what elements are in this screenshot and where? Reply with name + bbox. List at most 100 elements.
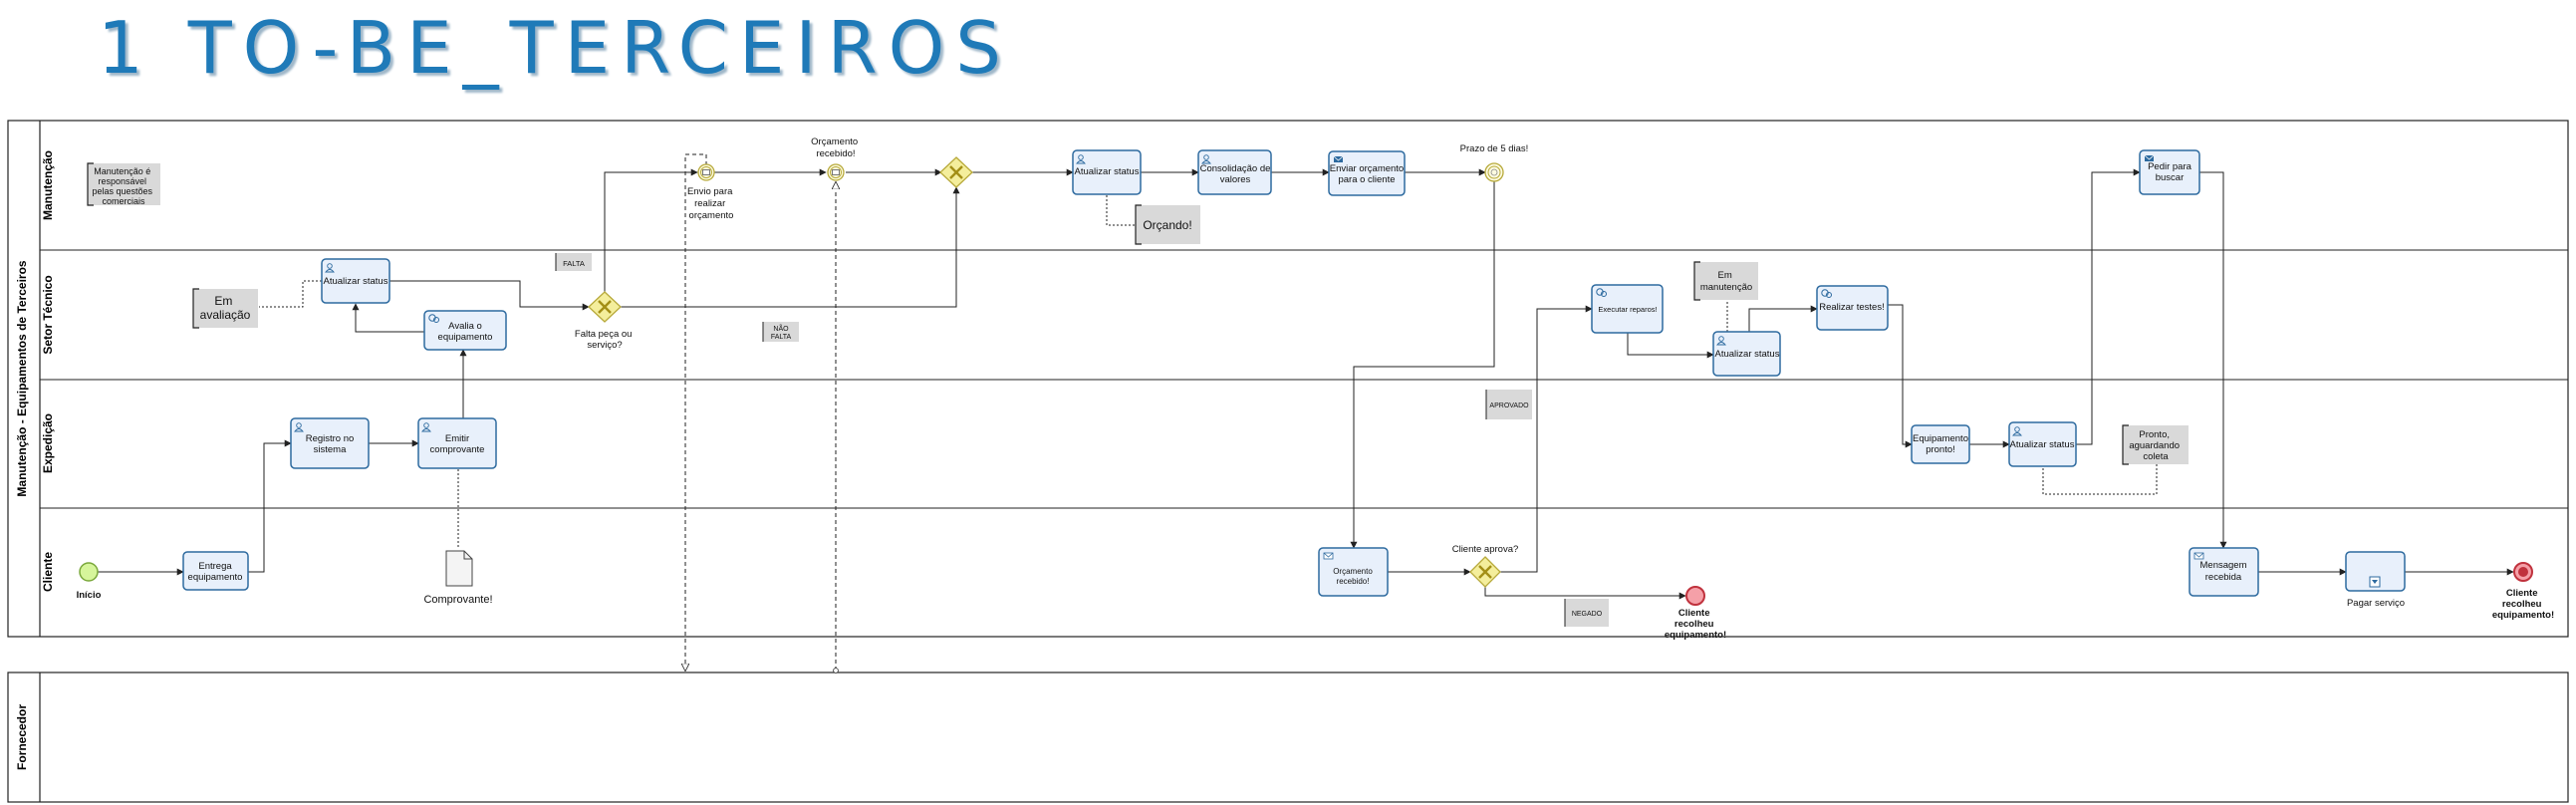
task-atualizar-status-expedicao[interactable]: Atualizar status: [2008, 421, 2077, 467]
intermediate-event-envio[interactable]: [697, 163, 715, 181]
user-icon: [1076, 154, 1086, 164]
start-event-label: Início: [77, 590, 102, 601]
gateway-cliente-aprova[interactable]: [1469, 556, 1501, 588]
lane-cliente-label: Cliente: [41, 552, 55, 592]
lane-cliente: Cliente: [39, 121, 55, 637]
svg-text:APROVADO: APROVADO: [1489, 402, 1529, 409]
page-title: 1 TO-BE_TERCEIROS: [98, 6, 1012, 90]
svg-text:Realizar testes!: Realizar testes!: [1819, 302, 1884, 313]
user-icon: [1201, 154, 1211, 164]
svg-text:Atualizar status: Atualizar status: [1075, 166, 1140, 177]
flow-aprovado-executar: [1500, 305, 1593, 573]
gateway-falta-label: Falta peça ou serviço?: [575, 329, 635, 351]
gateway-cliente-aprova-label: Cliente aprova?: [1452, 544, 1519, 555]
flow-atualizar2-testes: [1748, 305, 1818, 332]
assoc-atualizar-emavaliacao: [259, 280, 322, 308]
user-icon: [325, 263, 335, 273]
task-executar-reparos[interactable]: Executar reparos!: [1591, 284, 1664, 334]
flow-executar-atualizar2: [1627, 333, 1714, 359]
svg-text:Orçando!: Orçando!: [1143, 218, 1191, 232]
user-icon: [1716, 336, 1726, 346]
user-icon: [421, 422, 431, 432]
assoc-atualizarexp-pronto: [2042, 464, 2158, 495]
pool-main-label: Manutenção - Equipamentos de Terceiros: [15, 260, 29, 496]
task-atualizar-status-setor[interactable]: Atualizar status: [321, 258, 390, 304]
end-event-negado-label: Cliente recolheu equipamento!: [1665, 608, 1726, 641]
flow-avalia-atualizar: [352, 303, 424, 333]
envio-label: Envio para realizar orçamento: [687, 186, 735, 221]
end-event-final[interactable]: [2513, 562, 2533, 582]
pool-fornecedor: Fornecedor: [7, 671, 2569, 803]
pagar-servico-label: Pagar serviço: [2347, 598, 2405, 609]
gear-icon: [1821, 289, 1832, 298]
intermediate-event-orcamento[interactable]: [827, 163, 845, 181]
annotation-orcando: Orçando!: [1135, 204, 1200, 245]
lane-setor: Setor Técnico: [40, 275, 2568, 381]
envelope-icon: [2193, 552, 2204, 560]
end-event-final-label: Cliente recolheu equipamento!: [2492, 588, 2554, 621]
svg-text:Em manutenção: Em manutenção: [1700, 270, 1752, 293]
svg-text:FALTA: FALTA: [563, 259, 585, 268]
timer-event-prazo[interactable]: [1484, 162, 1504, 182]
gear-icon: [428, 314, 439, 323]
message-envio-fornecedor: [685, 153, 707, 671]
task-pagar-servico[interactable]: [2345, 551, 2406, 592]
lane-setor-label: Setor Técnico: [41, 275, 55, 354]
task-atualizar-status-manutencao[interactable]: Atualizar status: [1072, 149, 1142, 195]
gear-icon: [1596, 288, 1607, 297]
user-icon: [2012, 426, 2022, 436]
flow-atualizar-gateway: [389, 280, 590, 311]
flow-label-aprovado: APROVADO: [1485, 390, 1532, 419]
flow-atualizarexp-pedir: [2076, 168, 2141, 445]
svg-text:Pronto, aguardando: Pronto, aguardando coleta: [2129, 429, 2182, 462]
svg-text:Atualizar status: Atualizar status: [1715, 349, 1780, 360]
lane-manutencao-label: Manutenção: [41, 150, 55, 220]
flow-negado-fim: [1484, 587, 1686, 600]
flow-label-negado: NEGADO: [1564, 599, 1609, 627]
end-event-negado[interactable]: [1685, 586, 1705, 606]
message-flows: [685, 153, 836, 671]
flow-pedir-mensagem: [2199, 171, 2227, 549]
flow-gateway-envio-falta: [604, 168, 698, 292]
annotation-manutencao-responsavel: Manutenção é responsável pelas questões …: [87, 162, 160, 206]
start-event-inicio[interactable]: [79, 562, 99, 582]
pool-main: Manutenção - Equipamentos de Terceiros: [7, 120, 2569, 638]
annotation-pronto-aguardando: Pronto, aguardando coleta: [2122, 424, 2189, 465]
data-object-comprovante[interactable]: [445, 550, 473, 587]
annotation-em-avaliacao: Em avaliação: [192, 288, 258, 329]
envelope-filled-icon: [2144, 154, 2155, 161]
task-realizar-testes[interactable]: Realizar testes!: [1816, 285, 1889, 331]
lane-expedicao-label: Expedição: [41, 413, 55, 473]
associations: [259, 195, 2158, 549]
svg-text:NEGADO: NEGADO: [1572, 611, 1603, 618]
annotation-em-manutencao: Em manutenção: [1693, 261, 1758, 301]
task-atualizar-status-setor2[interactable]: Atualizar status: [1712, 331, 1781, 377]
subprocess-expand-icon: [2369, 576, 2381, 588]
gateway-merge[interactable]: [939, 156, 973, 188]
flow-gateway-gw2-naofalta: [621, 186, 960, 308]
gateway-falta[interactable]: [588, 291, 622, 323]
flow-testes-pronto: [1888, 304, 1913, 448]
envelope-filled-icon: [1333, 155, 1344, 162]
pool-fornecedor-label: Fornecedor: [15, 704, 29, 770]
user-icon: [294, 422, 304, 432]
